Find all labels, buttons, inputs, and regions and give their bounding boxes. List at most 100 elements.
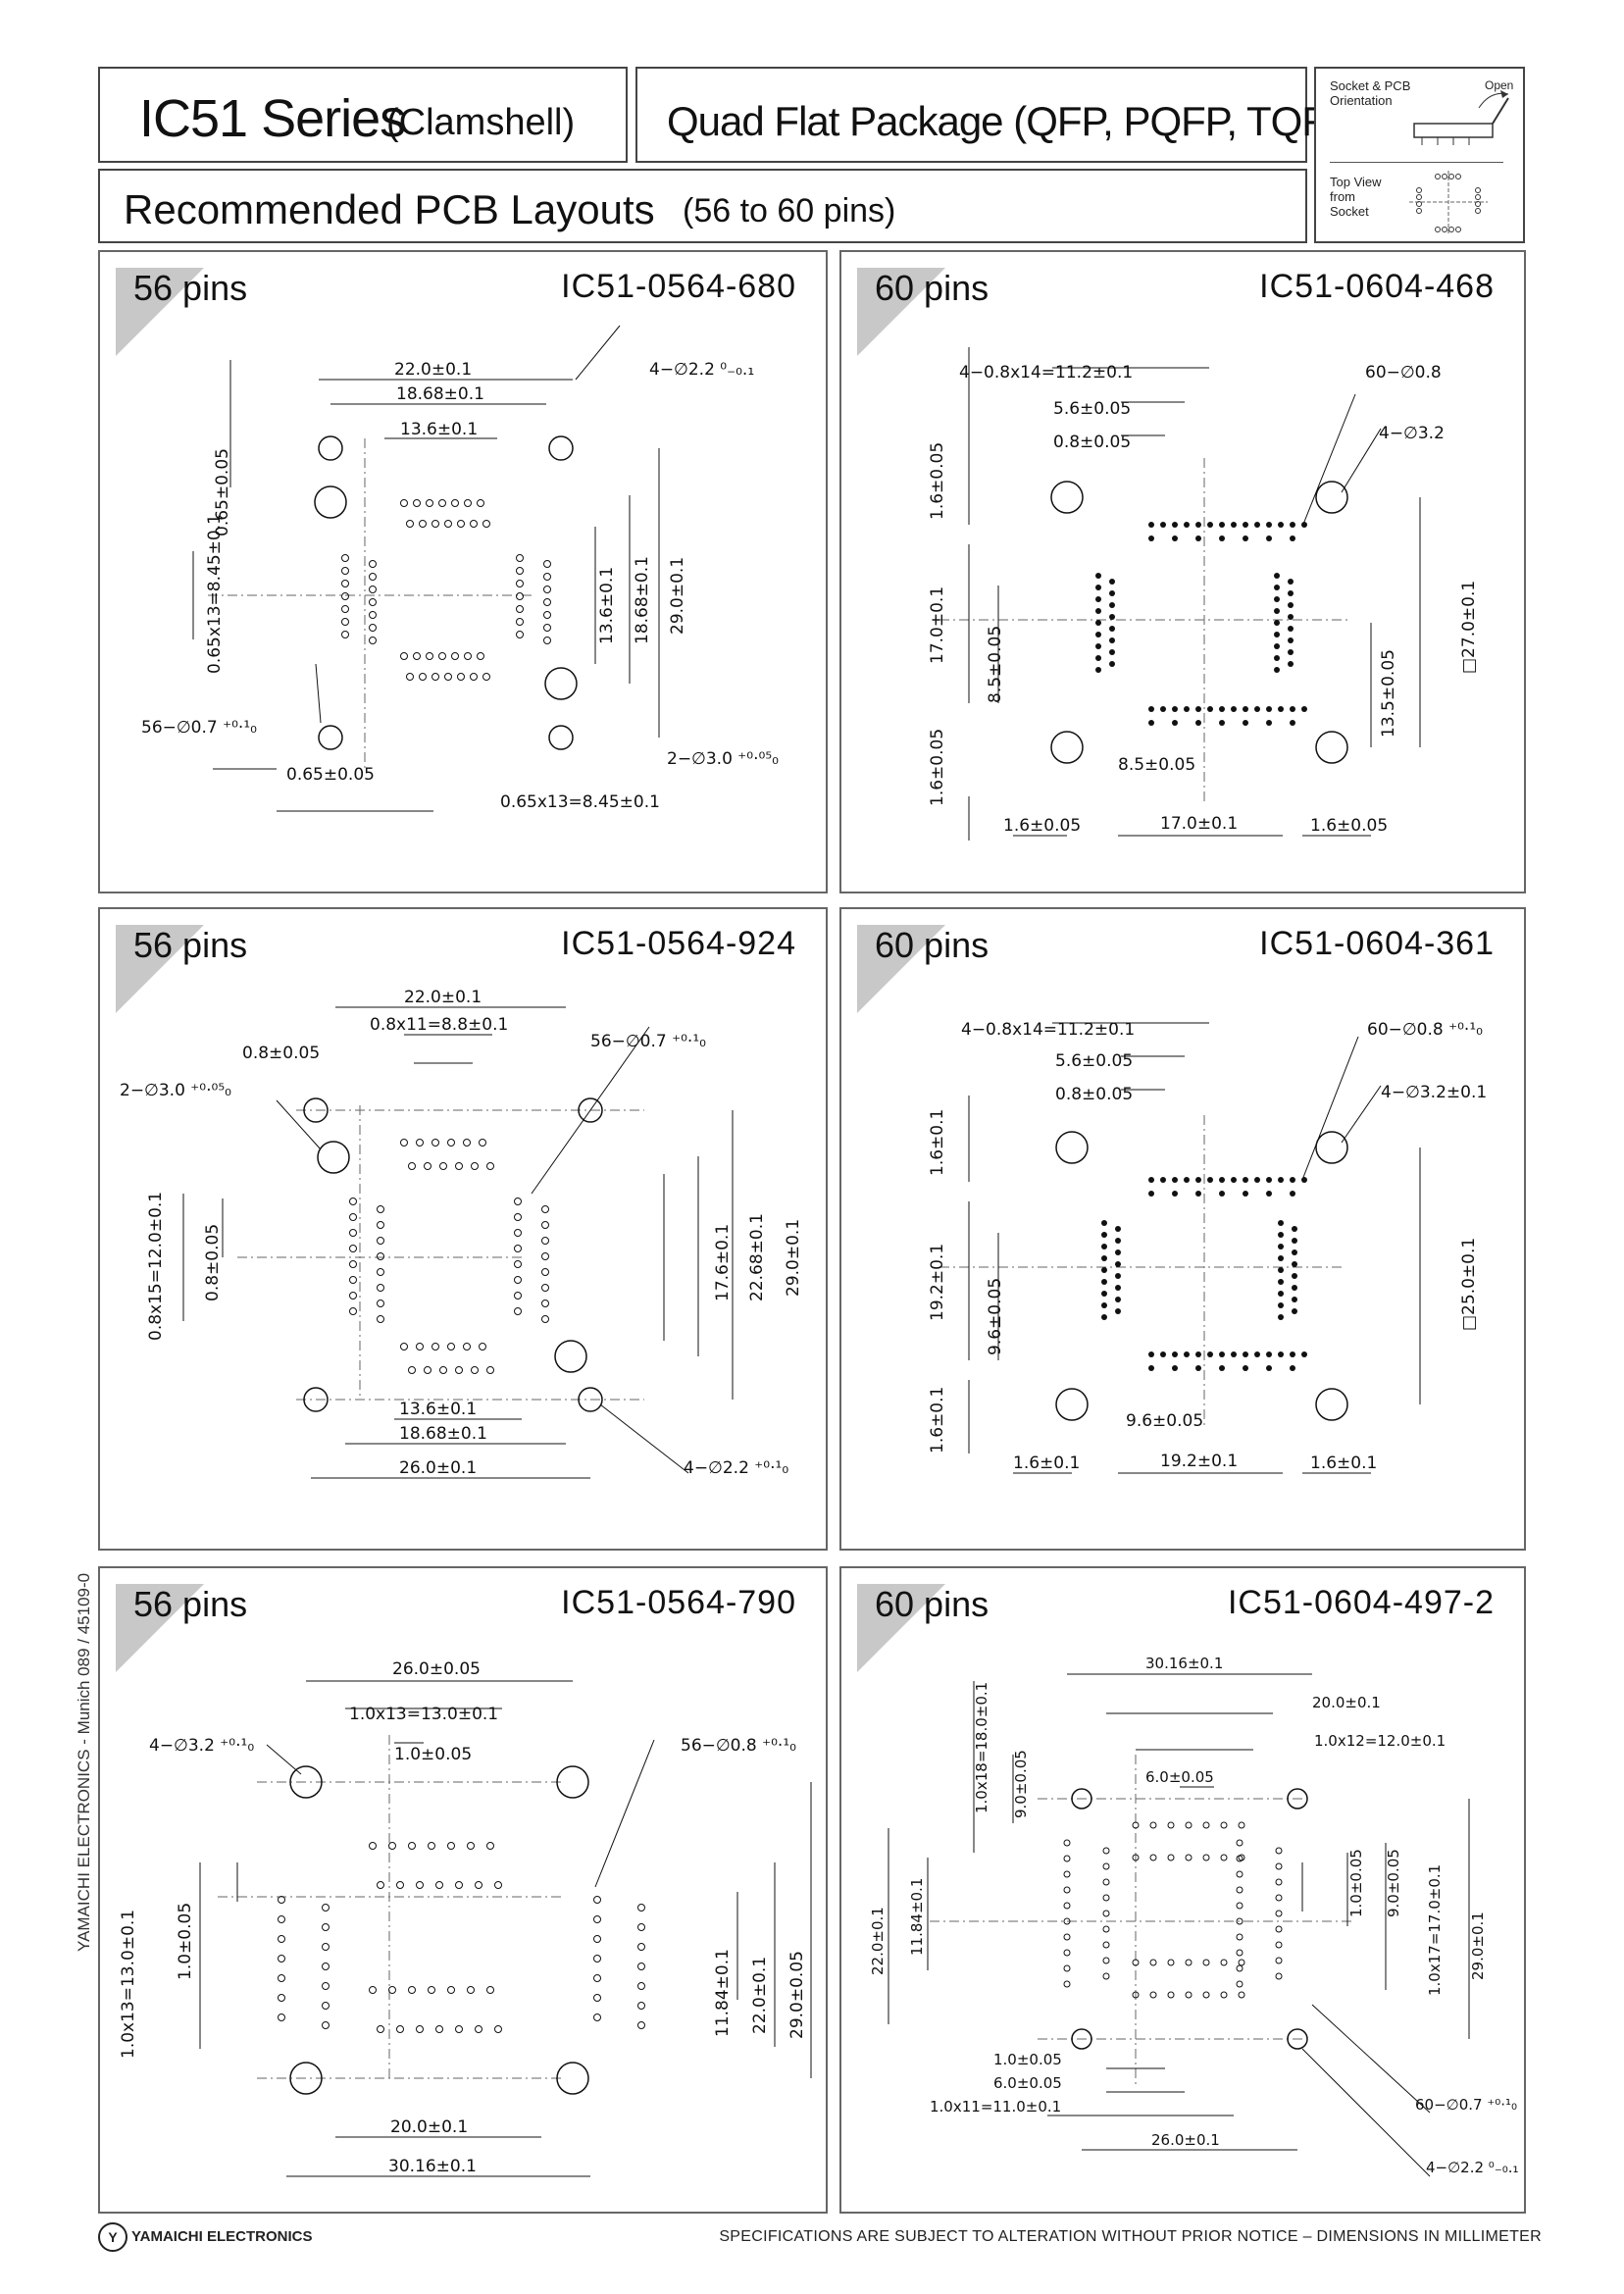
dim-3: 1.0x12=12.0±0.1 xyxy=(1314,1732,1446,1750)
dim-8: 17.6±0.1 xyxy=(713,1224,733,1301)
dim-4: 4−∅3.2±0.1 xyxy=(1381,1083,1487,1102)
part-number: IC51-0604-361 xyxy=(1259,925,1495,962)
dim-4: 1.0x18=18.0±0.1 xyxy=(973,1682,990,1813)
dim-12: 0.65±0.05 xyxy=(286,765,375,785)
dim-2: 1.0x13=13.0±0.1 xyxy=(349,1705,498,1724)
header-layout-box: Recommended PCB Layouts (56 to 60 pins) xyxy=(98,169,1307,243)
dim-1: 4−0.8x14=11.2±0.1 xyxy=(959,363,1133,382)
panel-60-pins-361: 60 pins IC51-0604-361 4−0.8x14=11.2±0.1 … xyxy=(839,907,1526,1551)
open-label: Open xyxy=(1485,78,1514,92)
dim-16: 60−∅0.7 ⁺⁰·¹₀ xyxy=(1415,2096,1517,2114)
dim-13: 26.0±0.1 xyxy=(399,1458,477,1478)
dim-4: 4−∅2.2 ⁰₋₀.₁ xyxy=(649,360,754,380)
dim-8: 11.84±0.1 xyxy=(908,1878,926,1956)
panel-corner-mark xyxy=(116,1584,204,1672)
dim-4: 56−∅0.7 ⁺⁰·¹₀ xyxy=(590,1032,706,1051)
dim-10: 29.0±0.1 xyxy=(784,1219,803,1297)
panel-corner-mark xyxy=(857,268,945,356)
panel-60-pins-497-2: 60 pins IC51-0604-497-2 xyxy=(839,1566,1526,2214)
dim-11: 1.6±0.05 xyxy=(928,729,947,806)
dim-6: 1.6±0.1 xyxy=(928,1109,947,1176)
dim-1: 4−0.8x14=11.2±0.1 xyxy=(961,1020,1135,1040)
dim-14: 4−∅2.2 ⁺⁰·¹₀ xyxy=(684,1458,788,1478)
dim-5: 0.65±0.05 xyxy=(213,448,232,536)
part-number: IC51-0564-924 xyxy=(561,925,796,962)
dim-10: 1.6±0.1 xyxy=(928,1387,947,1453)
dim-15: 1.0x11=11.0±0.1 xyxy=(930,2098,1061,2116)
pin-count: 56 pins xyxy=(133,1584,248,1624)
dim-11: 9.6±0.05 xyxy=(1126,1411,1203,1431)
pcb-layout-drawing: 4−0.8x14=11.2±0.1 60−∅0.8 ⁺⁰·¹₀ 5.6±0.05… xyxy=(928,1020,1487,1474)
dim-6: 1.6±0.05 xyxy=(928,442,947,520)
orientation-box: Socket & PCB Orientation Open Top View f… xyxy=(1314,67,1525,243)
dim-13: 0.65x13=8.45±0.1 xyxy=(500,792,660,812)
dim-3: 5.6±0.05 xyxy=(1053,399,1131,419)
dim-11: 2−∅3.0 ⁺⁰·⁰⁵₀ xyxy=(667,749,779,769)
dim-3: 0.8±0.05 xyxy=(242,1044,320,1063)
dim-1: 22.0±0.1 xyxy=(404,988,482,1007)
part-number: IC51-0564-790 xyxy=(561,1584,796,1621)
dim-7: 1.0±0.05 xyxy=(176,1903,195,1980)
panel-56-pins-680: 56 pins IC51-0564-680 22.0±0.1 18.6 xyxy=(98,250,828,893)
dim-7: 17.0±0.1 xyxy=(928,586,947,664)
panel-60-pins-468: 60 pins IC51-0604-468 4−0.8x14=11.2±0.1 … xyxy=(839,250,1526,893)
dim-2: 18.68±0.1 xyxy=(396,384,484,404)
dim-6: 6.0±0.05 xyxy=(1145,1768,1214,1786)
header-package-box: Quad Flat Package (QFP, PQFP, TQFP) xyxy=(635,67,1366,163)
dim-13: 1.6±0.05 xyxy=(1003,816,1081,836)
dim-14: 17.0±0.1 xyxy=(1160,814,1238,834)
dim-17: 26.0±0.1 xyxy=(1151,2131,1220,2149)
dim-5: 1.0±0.05 xyxy=(394,1745,472,1764)
panel-corner-mark xyxy=(857,925,945,1013)
dim-6: 0.65x13=8.45±0.1 xyxy=(205,514,225,674)
dim-4: 0.8±0.05 xyxy=(1053,433,1131,452)
dim-1: 22.0±0.1 xyxy=(394,360,472,380)
pin-count: 60 pins xyxy=(875,268,990,308)
header-series-box: IC51 Series (Clamshell) xyxy=(98,67,628,163)
dim-3: 13.6±0.1 xyxy=(400,420,478,439)
dim-8: 9.6±0.05 xyxy=(986,1278,1005,1355)
panel-56-pins-790: 56 pins IC51-0564-790 26.0±0.05 1.0x13=1… xyxy=(98,1566,828,2214)
logo-text: YAMAICHI ELECTRONICS xyxy=(131,2227,313,2245)
dim-4: 56−∅0.8 ⁺⁰·¹₀ xyxy=(681,1736,796,1756)
socket-topview-icon xyxy=(1409,171,1488,235)
pin-count: 60 pins xyxy=(875,925,990,965)
pcb-layout-drawing: 4−0.8x14=11.2±0.1 60−∅0.8 5.6±0.05 0.8±0… xyxy=(928,347,1479,841)
dim-11: 13.6±0.1 xyxy=(399,1400,477,1419)
dim-12: 8.5±0.05 xyxy=(1118,755,1195,775)
part-number: IC51-0604-468 xyxy=(1259,268,1495,305)
pcb-layout-drawing: 30.16±0.1 20.0±0.1 1.0x12=12.0±0.1 1.0x1… xyxy=(869,1655,1519,2177)
panel-corner-mark xyxy=(116,925,204,1013)
layout-range: (56 to 60 pins) xyxy=(683,192,896,229)
dim-11: 20.0±0.1 xyxy=(390,2117,468,2137)
logo-icon: Y xyxy=(98,2222,127,2252)
pcb-layout-drawing: 22.0±0.1 18.68±0.1 13.6±0.1 4−∅2.2 ⁰₋₀.₁… xyxy=(141,325,779,812)
dim-9: 1.0±0.05 xyxy=(1347,1849,1365,1917)
dim-2: 60−∅0.8 ⁺⁰·¹₀ xyxy=(1367,1020,1483,1040)
dim-6: 0.8x15=12.0±0.1 xyxy=(146,1192,166,1341)
part-number: IC51-0604-497-2 xyxy=(1227,1584,1495,1621)
dim-9: 29.0±0.1 xyxy=(668,557,687,635)
dim-13: 19.2±0.1 xyxy=(1160,1452,1238,1471)
pcb-layout-drawing: 22.0±0.1 0.8x11=8.8±0.1 0.8±0.05 56−∅0.7… xyxy=(120,988,803,1479)
orientation-title-1: Socket & PCB xyxy=(1330,78,1411,93)
dim-13: 1.0±0.05 xyxy=(993,2051,1062,2068)
dim-12: 30.16±0.1 xyxy=(388,2157,477,2176)
topview-line-1: Top View xyxy=(1330,175,1382,189)
dim-8: 11.84±0.1 xyxy=(713,1949,733,2037)
footer-note: SPECIFICATIONS ARE SUBJECT TO ALTERATION… xyxy=(719,2228,1542,2245)
dim-9: □27.0±0.1 xyxy=(1459,581,1479,674)
panel-corner-mark xyxy=(857,1584,945,1672)
dim-3: 4−∅3.2 ⁺⁰·¹₀ xyxy=(149,1736,254,1756)
socket-side-icon xyxy=(1413,90,1509,145)
panel-corner-mark xyxy=(116,268,204,356)
series-subtitle: (Clamshell) xyxy=(386,102,576,143)
dim-5: 0.8±0.05 xyxy=(1055,1085,1133,1104)
pin-count: 56 pins xyxy=(133,925,248,965)
dim-10: 29.0±0.05 xyxy=(787,1951,807,2039)
pin-count: 60 pins xyxy=(875,1584,990,1624)
dim-10: 56−∅0.7 ⁺⁰·¹₀ xyxy=(141,718,257,738)
dim-11: 1.0x17=17.0±0.1 xyxy=(1426,1864,1444,1996)
company-sidebar-text: YAMAICHI ELECTRONICS - Munich 089 / 4510… xyxy=(75,1572,93,1952)
layout-title: Recommended PCB Layouts xyxy=(124,186,655,232)
